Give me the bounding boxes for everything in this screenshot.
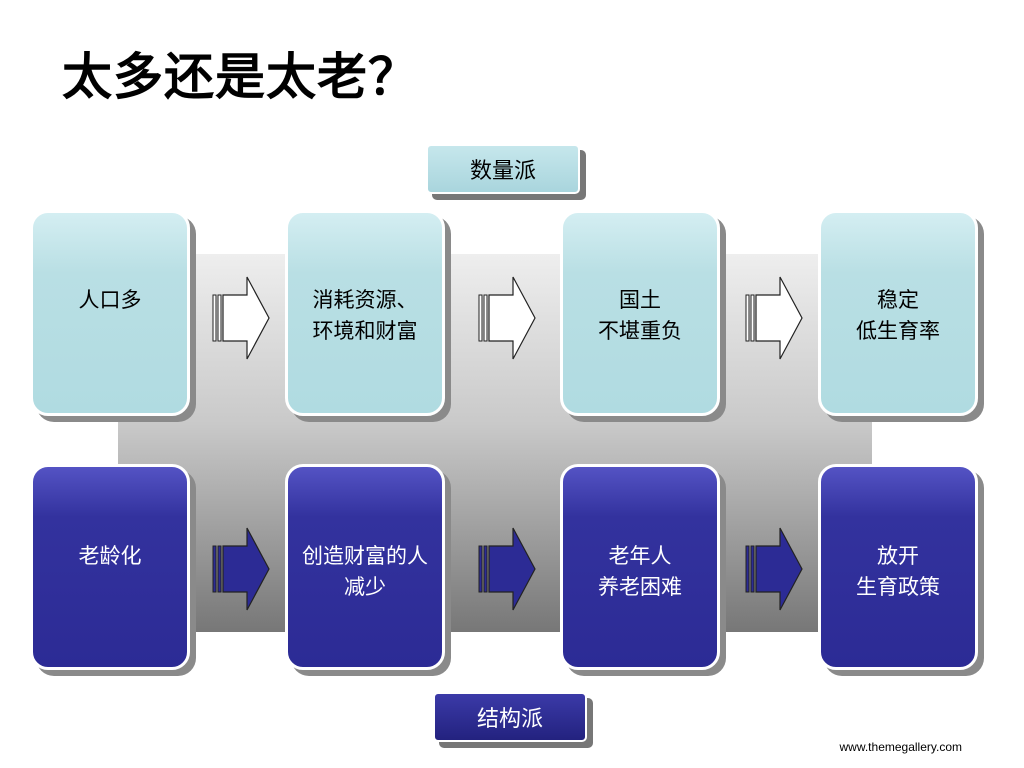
- top-box-4: 稳定 低生育率: [818, 210, 978, 416]
- box-text: 稳定 低生育率: [856, 285, 940, 347]
- right-arrow-icon: [745, 276, 803, 360]
- right-arrow-icon: [212, 276, 270, 360]
- box-line-2: 不堪重负: [598, 319, 682, 343]
- box-line-2: 生育政策: [856, 575, 940, 599]
- box-text: 创造财富的人 减少: [302, 541, 428, 603]
- box-line-2: 环境和财富: [312, 319, 418, 343]
- bottom-box-1: 老龄化: [30, 464, 190, 670]
- bottom-box-4: 放开 生育政策: [818, 464, 978, 670]
- box-text: 消耗资源、 环境和财富: [313, 285, 418, 347]
- structure-school-tag: 结构派: [433, 692, 587, 742]
- footer-url: www.themegallery.com: [839, 740, 962, 754]
- box-line-2: 低生育率: [856, 319, 940, 343]
- bottom-box-2: 创造财富的人 减少: [285, 464, 445, 670]
- box-line-1: 人口多: [78, 288, 142, 312]
- box-line-1: 老龄化: [78, 544, 142, 568]
- box-text: 国土 不堪重负: [598, 285, 682, 347]
- quantity-school-tag: 数量派: [426, 144, 580, 194]
- box-line-1: 老年人: [608, 544, 672, 568]
- right-arrow-icon: [478, 527, 536, 611]
- box-line-1: 创造财富的人: [302, 544, 428, 568]
- box-text: 人口多: [79, 285, 142, 316]
- box-line-1: 国土: [619, 288, 661, 312]
- box-line-2: 养老困难: [598, 575, 682, 599]
- top-box-3: 国土 不堪重负: [560, 210, 720, 416]
- box-text: 老年人 养老困难: [598, 541, 682, 603]
- box-text: 老龄化: [79, 541, 142, 572]
- box-line-2: 减少: [344, 575, 386, 599]
- right-arrow-icon: [745, 527, 803, 611]
- bottom-box-3: 老年人 养老困难: [560, 464, 720, 670]
- top-box-1: 人口多: [30, 210, 190, 416]
- box-line-1: 放开: [877, 544, 919, 568]
- right-arrow-icon: [478, 276, 536, 360]
- box-line-1: 稳定: [877, 288, 919, 312]
- top-box-2: 消耗资源、 环境和财富: [285, 210, 445, 416]
- right-arrow-icon: [212, 527, 270, 611]
- slide-title: 太多还是太老？: [62, 48, 419, 106]
- box-text: 放开 生育政策: [856, 541, 940, 603]
- box-line-1: 消耗资源、: [312, 288, 418, 312]
